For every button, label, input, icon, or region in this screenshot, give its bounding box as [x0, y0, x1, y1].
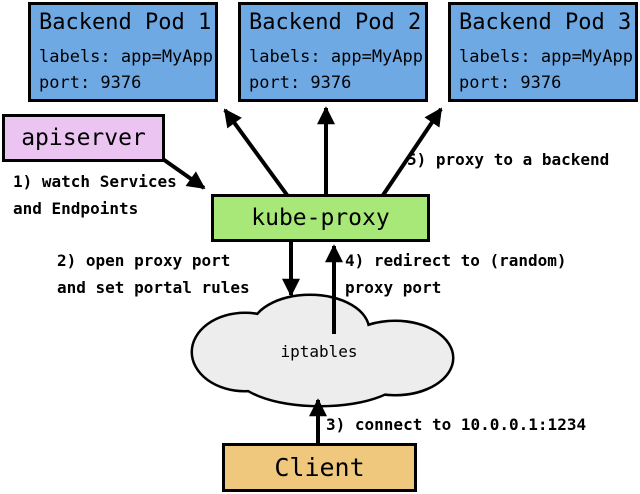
arrow-proxy-to-pod3 [371, 107, 443, 212]
step-label-1: 1) watch Services and Endpoints [13, 168, 177, 222]
step-label-3: 3) connect to 10.0.0.1:1234 [326, 411, 586, 438]
pod-port: port: 9376 [39, 73, 142, 93]
kube-proxy-label: kube-proxy [251, 205, 390, 231]
apiserver-label: apiserver [21, 125, 146, 151]
pod-labels: labels: app=MyApp [459, 47, 633, 67]
pod-labels: labels: app=MyApp [39, 47, 213, 67]
step-label-2: 2) open proxy port and set portal rules [57, 247, 250, 301]
step-label-4: 4) redirect to (random) proxy port [345, 247, 567, 301]
step-label-2-line1: 2) open proxy port [57, 251, 231, 270]
step-label-4-line1: 4) redirect to (random) [345, 251, 567, 270]
pod-labels: labels: app=MyApp [249, 47, 423, 67]
step-label-1-line2: and Endpoints [13, 199, 139, 218]
step-label-5: 5) proxy to a backend [407, 146, 609, 173]
backend-pod-2: Backend Pod 2 labels: app=MyApp port: 93… [238, 2, 428, 102]
backend-pod-1: Backend Pod 1 labels: app=MyApp port: 93… [28, 2, 218, 102]
backend-pod-3: Backend Pod 3 labels: app=MyApp port: 93… [448, 2, 638, 102]
step-label-3-line1: 3) connect to 10.0.0.1:1234 [326, 415, 587, 434]
pod-title: Backend Pod 3 [459, 10, 632, 35]
step-label-4-line2: proxy port [345, 278, 442, 297]
kube-proxy-node: kube-proxy [211, 194, 430, 242]
arrow-proxy-to-pod1 [223, 108, 300, 212]
step-label-5-line1: 5) proxy to a backend [407, 150, 610, 169]
apiserver-node: apiserver [2, 114, 165, 162]
step-label-2-line2: and set portal rules [57, 278, 250, 297]
pod-port: port: 9376 [249, 73, 352, 93]
iptables-label: iptables [280, 342, 358, 361]
client-node: Client [222, 443, 417, 492]
pod-port: port: 9376 [459, 73, 562, 93]
pod-title: Backend Pod 2 [249, 10, 422, 35]
iptables-cloud-shape [190, 293, 455, 408]
step-label-1-line1: 1) watch Services [13, 172, 177, 191]
client-label: Client [274, 453, 365, 482]
pod-title: Backend Pod 1 [39, 10, 212, 35]
